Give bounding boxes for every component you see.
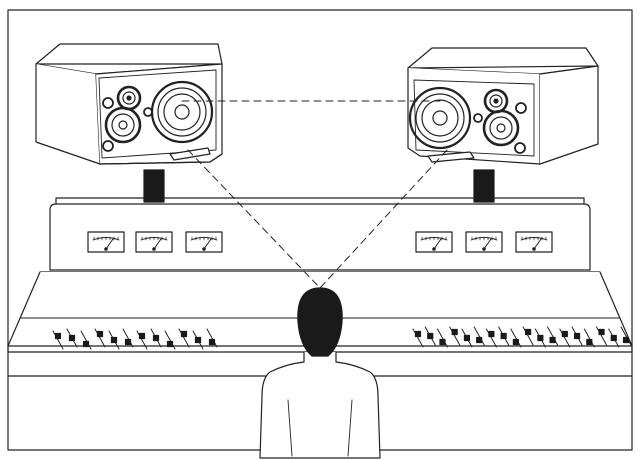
left-vu-meter-3 — [186, 232, 222, 252]
console-meter-bridge — [50, 204, 590, 270]
left-speaker-stand — [144, 170, 164, 202]
right-vu-meter-3 — [516, 232, 552, 252]
left-vu-meter-1 — [88, 232, 124, 252]
right-studio-monitor — [408, 48, 598, 164]
right-speaker-stand — [474, 170, 494, 202]
right-vu-meter-1 — [416, 232, 452, 252]
left-vu-meter-2 — [136, 232, 172, 252]
speaker-icon — [36, 44, 222, 164]
left-studio-monitor — [36, 44, 222, 164]
speaker-icon — [408, 48, 598, 164]
right-vu-meter-2 — [466, 232, 502, 252]
